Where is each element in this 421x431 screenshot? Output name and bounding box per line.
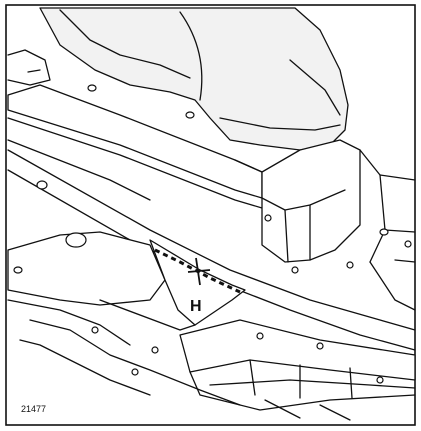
hole bbox=[36, 180, 48, 190]
spot-weld-dashes bbox=[154, 248, 241, 294]
hole bbox=[264, 214, 272, 222]
cut-marker-cross bbox=[187, 257, 211, 286]
hole bbox=[151, 346, 159, 354]
step-ribs bbox=[249, 359, 353, 399]
step-lower-edge bbox=[189, 371, 416, 411]
chassis-rail-flange bbox=[7, 139, 151, 201]
hole bbox=[404, 240, 412, 248]
hole bbox=[256, 332, 264, 340]
rear-bracket bbox=[234, 139, 361, 263]
bracket-extension bbox=[369, 261, 416, 311]
arch-crease-3 bbox=[289, 59, 341, 116]
right-side-panels bbox=[379, 174, 416, 263]
oval-cutout bbox=[65, 232, 87, 248]
cross-member-edge bbox=[99, 299, 196, 331]
hole bbox=[346, 261, 354, 269]
bracket-side bbox=[359, 149, 386, 263]
arch-crease-4 bbox=[219, 117, 341, 131]
hole bbox=[379, 228, 389, 236]
callout-label: H bbox=[190, 298, 202, 315]
hole bbox=[316, 342, 324, 350]
step-groove bbox=[209, 379, 416, 389]
figure-number: 21477 bbox=[21, 404, 47, 414]
side-sill-lower bbox=[7, 169, 416, 351]
floor-panel bbox=[7, 231, 166, 306]
hole bbox=[131, 368, 139, 376]
side-sill bbox=[7, 149, 416, 331]
wheel-arch-panel bbox=[39, 7, 349, 151]
hole bbox=[13, 266, 23, 274]
hole bbox=[91, 326, 99, 334]
step-assembly bbox=[179, 319, 416, 381]
cross-member bbox=[149, 239, 246, 326]
floor-lower-rail bbox=[29, 319, 241, 406]
hole bbox=[185, 111, 195, 119]
chassis-rail-lower-edge bbox=[7, 117, 263, 209]
step-brackets bbox=[264, 399, 351, 421]
floor-lower-rail-2 bbox=[19, 339, 151, 396]
weld-cut-line bbox=[154, 248, 241, 294]
hole bbox=[291, 266, 299, 274]
holes bbox=[13, 84, 412, 384]
arch-crease-1 bbox=[59, 9, 191, 79]
left-top-bracket bbox=[7, 49, 51, 86]
hole bbox=[87, 84, 97, 92]
arch-crease-2 bbox=[179, 11, 203, 101]
bracket-fold-2 bbox=[284, 209, 289, 263]
bracket-fold-1 bbox=[261, 189, 346, 211]
drawing-frame bbox=[5, 4, 416, 426]
hole bbox=[376, 376, 384, 384]
left-top-slot bbox=[27, 69, 41, 73]
floor-edge bbox=[7, 299, 131, 346]
